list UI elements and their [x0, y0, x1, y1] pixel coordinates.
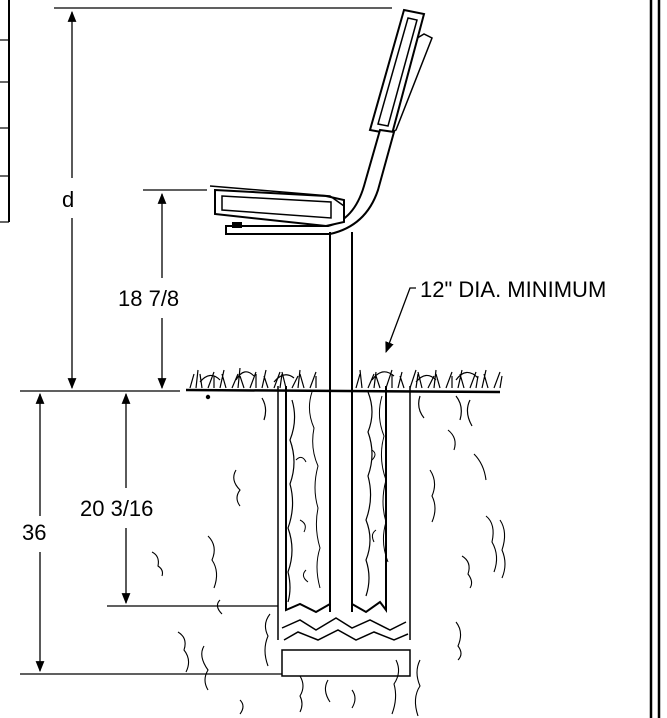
concrete-footing	[277, 386, 411, 677]
support-post	[329, 232, 353, 612]
callout-leader	[385, 287, 416, 354]
frame-tube	[225, 128, 396, 235]
backrest	[368, 8, 433, 136]
dimension-arrows	[35, 10, 416, 673]
right-border	[649, 0, 661, 718]
grass-line	[185, 367, 503, 427]
soil-marks	[151, 429, 506, 717]
left-table-edge	[0, 0, 10, 223]
seat	[209, 185, 345, 228]
dim-label-d: d	[62, 187, 74, 212]
extension-lines	[20, 7, 392, 675]
dim-label-embed-depth: 20 3/16	[80, 496, 153, 521]
dim-label-seat-height: 18 7/8	[118, 286, 179, 311]
dim-label-footing-depth: 36	[22, 520, 46, 545]
callout-text: 12" DIA. MINIMUM	[420, 277, 606, 302]
